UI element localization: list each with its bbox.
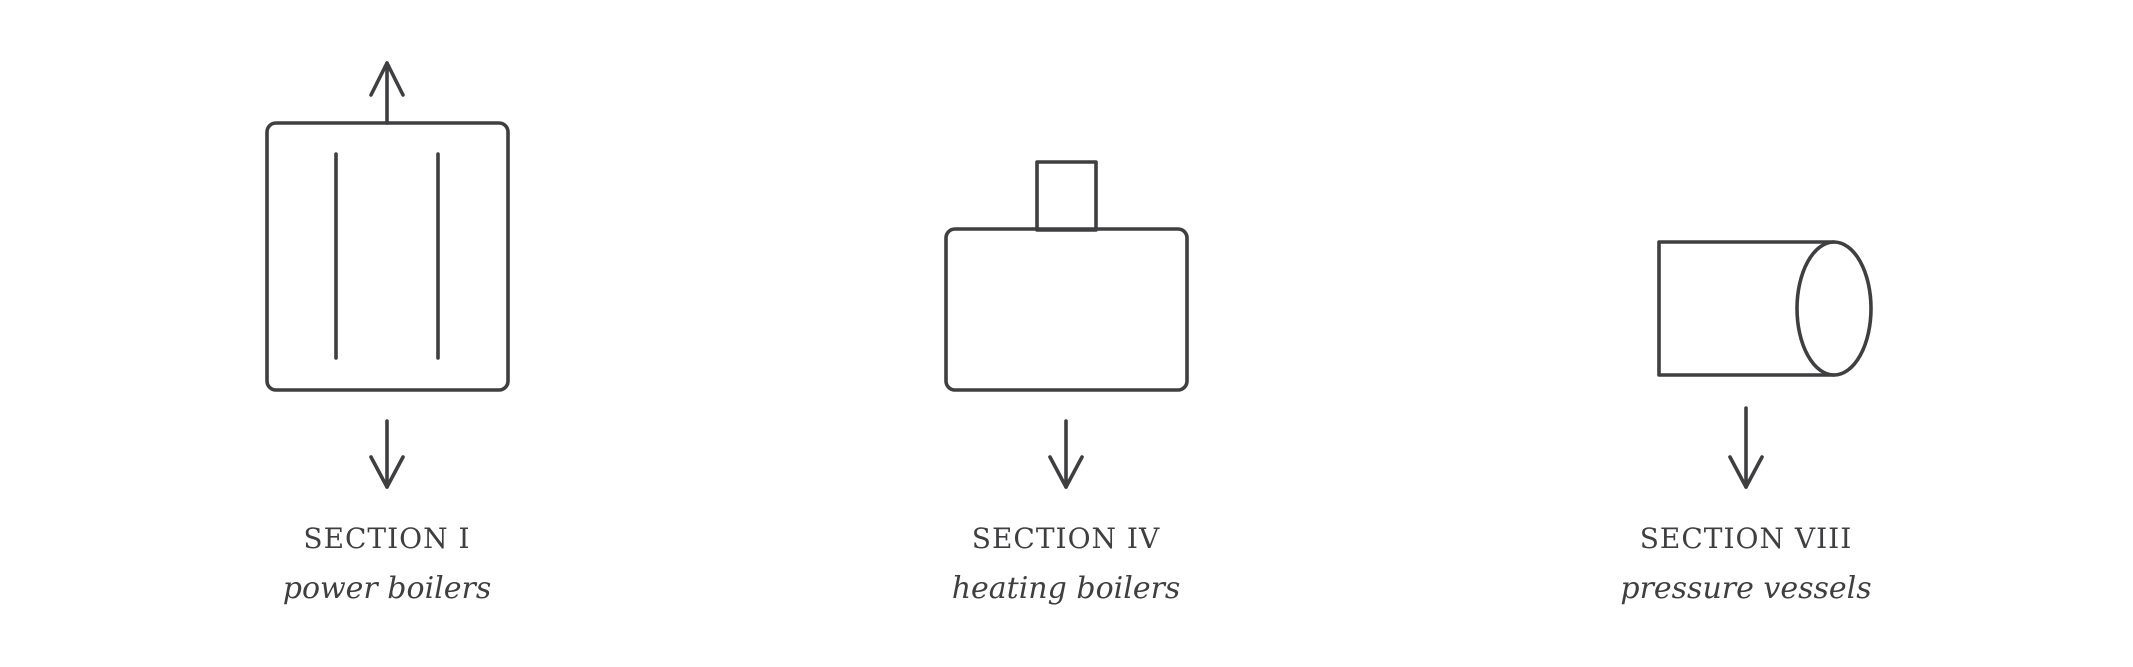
heating-boiler-icon — [944, 160, 1189, 392]
section-8-subtitle: pressure vessels — [1620, 571, 1871, 606]
section-1-group: SECTION I power boilers — [265, 61, 510, 606]
section-4-subtitle: heating boilers — [952, 571, 1181, 606]
section-1-subtitle: power boilers — [283, 571, 492, 606]
section-8-group: SECTION VIII pressure vessels — [1620, 240, 1873, 606]
arrow-down-icon — [369, 419, 405, 489]
arrow-down-icon — [1728, 406, 1764, 489]
power-boiler-icon — [265, 121, 510, 392]
arrow-down-icon — [1048, 419, 1084, 489]
section-4-title: SECTION IV — [972, 522, 1160, 555]
pressure-vessel-icon — [1657, 240, 1873, 377]
section-1-title: SECTION I — [303, 522, 470, 555]
arrow-up-icon — [369, 61, 405, 125]
section-8-title: SECTION VIII — [1640, 522, 1853, 555]
section-4-group: SECTION IV heating boilers — [944, 160, 1189, 606]
